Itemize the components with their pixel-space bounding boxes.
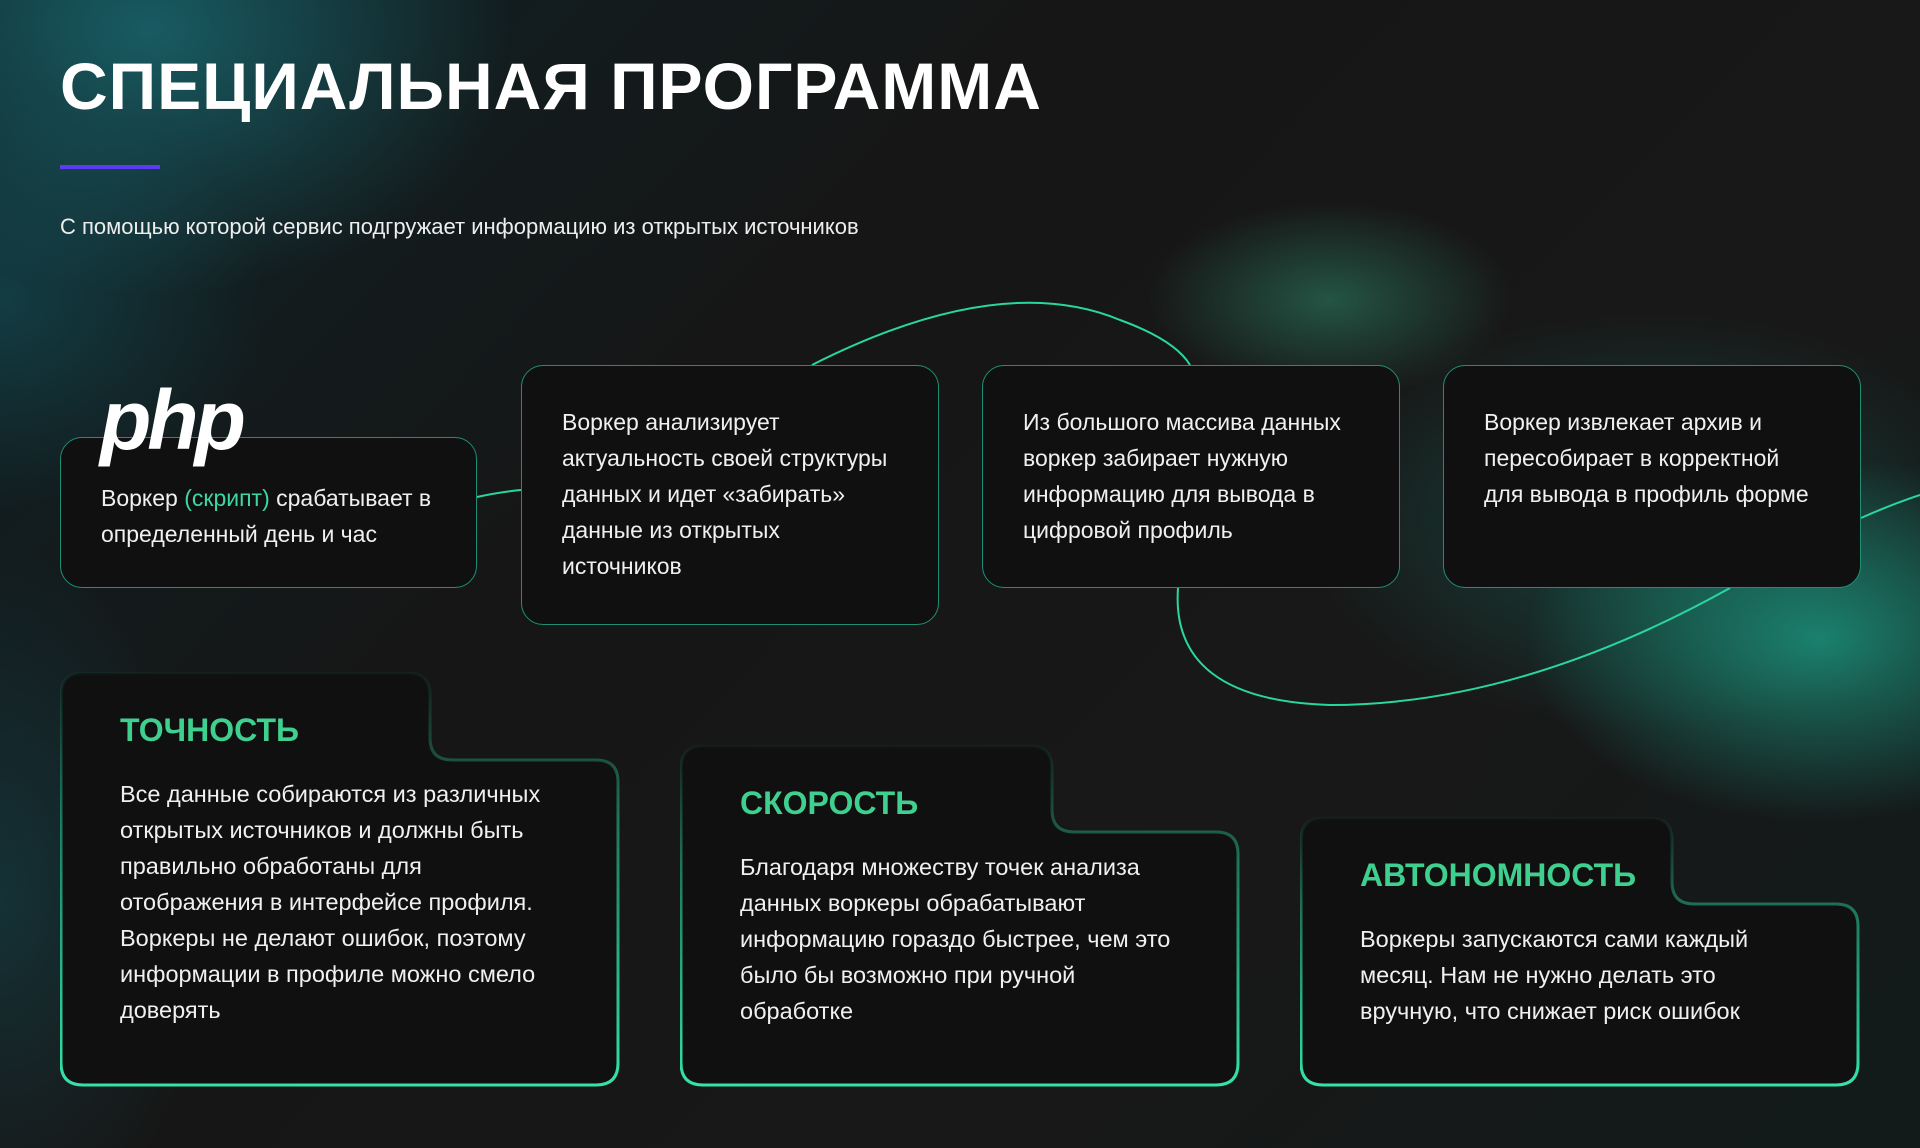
page-subtitle: С помощью которой сервис подгружает инфо… bbox=[60, 214, 859, 239]
feature-title: ТОЧНОСТЬ bbox=[120, 712, 299, 748]
script-highlight: (скрипт) bbox=[184, 485, 270, 511]
feature-text: Все данные собираются из различных откры… bbox=[120, 781, 541, 1023]
step-card-3: Из большого массива данных воркер забира… bbox=[982, 365, 1400, 588]
step-text: Из большого массива данных воркер забира… bbox=[1023, 409, 1341, 543]
step-text: Воркер анализирует актуальность своей ст… bbox=[562, 409, 888, 579]
step-card-1: Воркер (скрипт) срабатывает в определенн… bbox=[60, 437, 477, 588]
feature-text: Благодаря множеству точек анализа данных… bbox=[740, 854, 1171, 1024]
php-logo: php bbox=[100, 373, 246, 467]
feature-card-accuracy: ТОЧНОСТЬ Все данные собираются из различ… bbox=[60, 672, 620, 1087]
feature-card-speed: СКОРОСТЬ Благодаря множеству точек анали… bbox=[680, 745, 1240, 1087]
title-underline bbox=[60, 165, 160, 169]
step-card-4: Воркер извлекает архив и пересобирает в … bbox=[1443, 365, 1861, 588]
step-text: Воркер bbox=[101, 485, 185, 511]
step-text: Воркер извлекает архив и пересобирает в … bbox=[1484, 409, 1809, 507]
feature-title: СКОРОСТЬ bbox=[740, 785, 919, 821]
feature-card-autonomy: АВТОНОМНОСТЬ Воркеры запускаются сами ка… bbox=[1300, 817, 1860, 1087]
feature-title: АВТОНОМНОСТЬ bbox=[1360, 857, 1637, 893]
step-text: срабатывает в определенный день и час bbox=[101, 485, 432, 547]
feature-text: Воркеры запускаются сами каждый месяц. Н… bbox=[1360, 926, 1749, 1024]
step-card-2: Воркер анализирует актуальность своей ст… bbox=[521, 365, 939, 625]
page-title: СПЕЦИАЛЬНАЯ ПРОГРАММА bbox=[60, 49, 1042, 123]
